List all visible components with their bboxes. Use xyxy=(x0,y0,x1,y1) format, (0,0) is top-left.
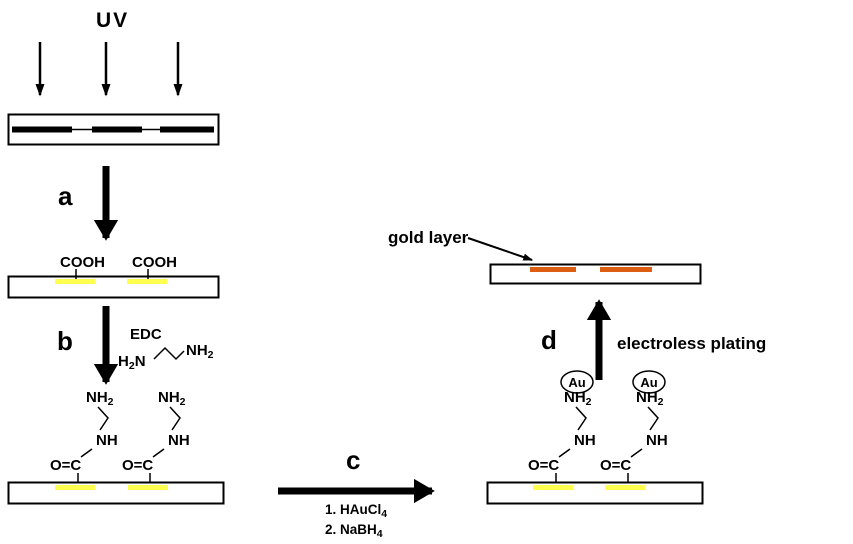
chain-backbone xyxy=(575,406,587,431)
amide-bond xyxy=(152,448,165,458)
ethylenediamine-h2n-label: H2N xyxy=(118,353,146,372)
amide-bond xyxy=(80,448,93,458)
ethylenediamine-backbone xyxy=(153,346,185,361)
amide-label: O=C xyxy=(122,457,153,474)
nh2-label: NH2 xyxy=(636,389,664,408)
au-label: Au xyxy=(568,375,585,390)
amide-label: O=C xyxy=(528,457,559,474)
amide-label: O=C xyxy=(600,457,631,474)
step-a-label: a xyxy=(58,181,73,211)
functionalized-patch xyxy=(128,485,168,490)
functionalized-patch xyxy=(55,485,95,490)
chain-backbone xyxy=(97,406,109,431)
uv-label: UV xyxy=(96,9,129,32)
substrate-amine xyxy=(7,481,225,505)
gold-layer-patch xyxy=(600,267,652,272)
nh-label: NH xyxy=(96,432,118,449)
chain-backbone xyxy=(169,406,181,431)
amide-bond xyxy=(558,448,571,458)
reagent-haucl4-label: 1. HAuCl4 xyxy=(325,502,387,520)
gold-layer-patch xyxy=(530,267,576,272)
functionalized-patch xyxy=(533,485,573,490)
substrate-au-seeded xyxy=(486,481,704,505)
nh-label: NH xyxy=(168,432,190,449)
step-b-label: b xyxy=(57,326,73,356)
substrate-cooh xyxy=(7,275,220,299)
nh2-label: NH2 xyxy=(86,389,114,408)
au-nanoparticle xyxy=(632,370,666,394)
functionalized-patch xyxy=(127,279,167,284)
functionalized-patch xyxy=(55,279,95,284)
amide-label: O=C xyxy=(50,457,81,474)
amide-bond xyxy=(630,448,643,458)
nh2-label: NH2 xyxy=(564,389,592,408)
electroless-plating-label: electroless plating xyxy=(617,334,766,353)
reagent-nabh4-label: 2. NaBH4 xyxy=(325,522,383,540)
nh2-label: NH2 xyxy=(158,389,186,408)
cooh-label: COOH xyxy=(132,254,177,271)
ethylenediamine-nh2-label: NH2 xyxy=(186,342,214,361)
substrate-gold-plated xyxy=(489,263,702,285)
cooh-label: COOH xyxy=(60,254,105,271)
au-nanoparticle xyxy=(560,370,594,394)
au-label: Au xyxy=(640,375,657,390)
nh-label: NH xyxy=(574,432,596,449)
nh-label: NH xyxy=(646,432,668,449)
step-c-label: c xyxy=(346,445,360,475)
step-d-label: d xyxy=(541,325,557,355)
gold-layer-pointer-arrow xyxy=(467,237,534,261)
chain-backbone xyxy=(647,406,659,431)
gold-layer-label: gold layer xyxy=(388,228,469,247)
edc-label: EDC xyxy=(130,326,162,343)
functionalized-patch xyxy=(605,485,645,490)
